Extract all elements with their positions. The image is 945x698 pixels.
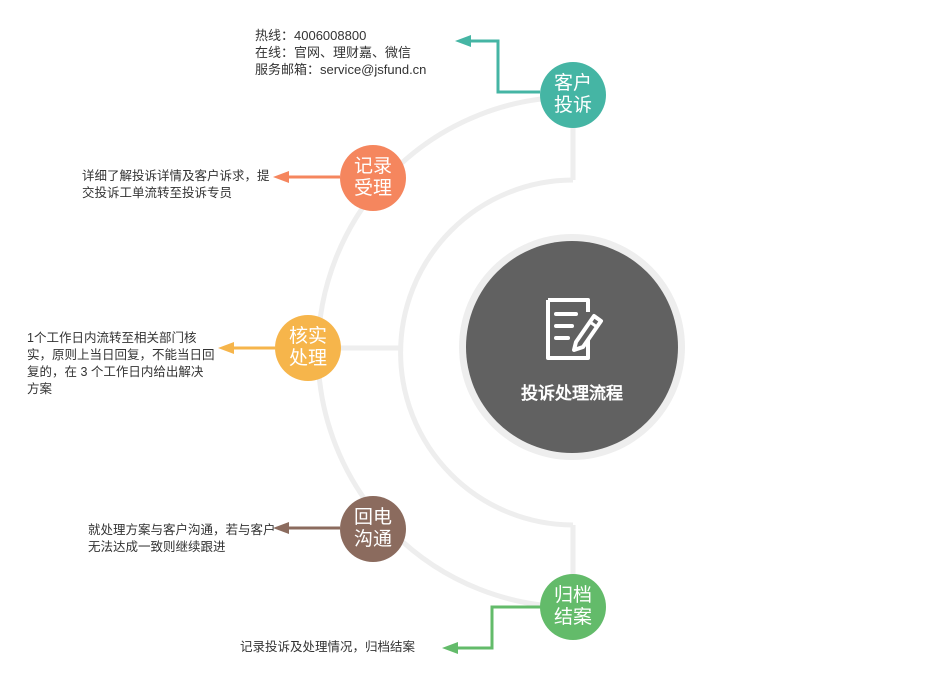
hotline-text: 热线：4006008800 <box>255 28 367 43</box>
arrow-record <box>273 171 340 183</box>
step-label-line1: 归档 <box>553 585 592 606</box>
step-record: 记录 受理 <box>340 145 406 211</box>
inner-arc <box>398 177 574 528</box>
archive-desc-text: 记录投诉及处理情况，归档结案 <box>240 640 416 654</box>
step-callback: 回电 沟通 <box>340 496 406 562</box>
step-verify: 核实 处理 <box>275 315 341 381</box>
record-desc-text: 详细了解投诉详情及客户诉求，提交投诉工单流转至投诉专员 <box>82 169 270 200</box>
step-label-line1: 客户 <box>553 73 592 94</box>
step-label-line2: 受理 <box>353 178 392 199</box>
service-email-text: 服务邮箱：service@jsfund.cn <box>255 62 427 77</box>
online-channels-text: 在线：官网、理财嘉、微信 <box>255 45 412 60</box>
arrow-callback <box>273 522 340 534</box>
step-archive: 归档 结案 <box>540 574 606 640</box>
verify-desc-text: 1个工作日内流转至相关部门核实，原则上当日回复，不能当日回复的，在 3 个工作日… <box>27 331 215 396</box>
arrow-archive <box>442 605 542 654</box>
step-label-line2: 沟通 <box>353 529 392 550</box>
step-label-line2: 投诉 <box>553 95 592 116</box>
arrow-verify <box>218 342 275 354</box>
step-label-line1: 核实 <box>288 326 327 347</box>
center-hub: 投诉处理流程 <box>466 241 678 453</box>
desc-record: 详细了解投诉详情及客户诉求，提交投诉工单流转至投诉专员 <box>82 168 270 202</box>
center-title: 投诉处理流程 <box>521 384 623 403</box>
document-edit-icon <box>546 298 603 360</box>
desc-verify: 1个工作日内流转至相关部门核实，原则上当日回复，不能当日回复的，在 3 个工作日… <box>27 330 215 398</box>
step-complaint: 客户 投诉 <box>540 62 606 128</box>
arrow-complaint <box>455 35 540 94</box>
step-label-line1: 记录 <box>353 156 392 177</box>
step-label-line2: 处理 <box>288 348 327 369</box>
desc-callback: 就处理方案与客户沟通，若与客户无法达成一致则继续跟进 <box>88 522 276 556</box>
desc-archive: 记录投诉及处理情况，归档结案 <box>240 639 428 656</box>
step-label-line1: 回电 <box>353 507 392 528</box>
desc-complaint: 热线：4006008800 在线：官网、理财嘉、微信 服务邮箱：service@… <box>255 27 455 78</box>
step-label-line2: 结案 <box>553 607 592 628</box>
callback-desc-text: 就处理方案与客户沟通，若与客户无法达成一致则继续跟进 <box>88 523 276 554</box>
